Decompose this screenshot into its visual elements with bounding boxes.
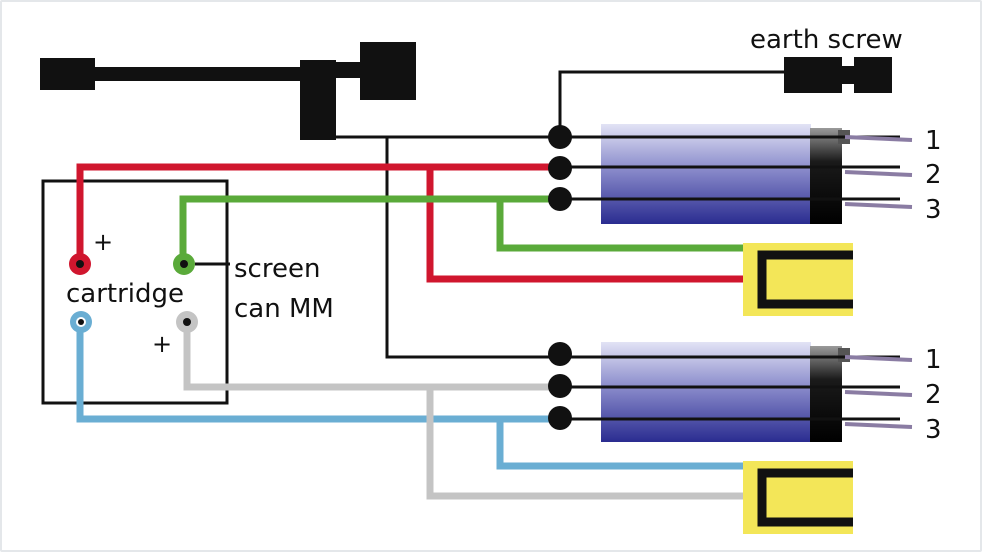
plug-bottom-pin3-label: 3 [925,415,942,445]
junction-dots [548,125,572,430]
terminal-grey [176,311,198,333]
plug-bottom-pin1-label: 1 [925,345,942,375]
ground-clip-bottom [743,461,853,534]
wire-grey-ground [426,387,753,500]
cartridge-label: cartridge [66,279,184,309]
earth-screw [784,57,892,93]
screen-label-line2: can MM [234,294,334,324]
screen-label-line1: screen [234,254,320,284]
wire-green-ground [496,199,753,252]
terminal-blue [70,311,92,333]
wire-red [76,163,560,262]
wire-grey [183,322,560,391]
plus-sign-grey: + [152,330,172,358]
wire-red-ground [426,167,753,283]
wire-blue [76,322,560,423]
plug-top-pin1-label: 1 [925,126,942,156]
plug-top [601,124,850,224]
plug-bottom-pin2-label: 2 [925,380,942,410]
plug-pins [844,135,913,429]
plug-bottom [601,342,850,442]
wire-black [195,70,900,421]
plus-sign-red: + [93,228,113,256]
earth-screw-label: earth screw [750,25,903,55]
cartridge-box [41,179,229,405]
wire-blue-ground [496,419,753,470]
terminal-green [173,253,195,275]
wire-green [179,195,560,262]
plug-top-pin2-label: 2 [925,160,942,190]
terminal-red [69,253,91,275]
tonearm [40,42,416,140]
plug-top-pin3-label: 3 [925,195,942,225]
ground-clip-top [743,243,853,316]
